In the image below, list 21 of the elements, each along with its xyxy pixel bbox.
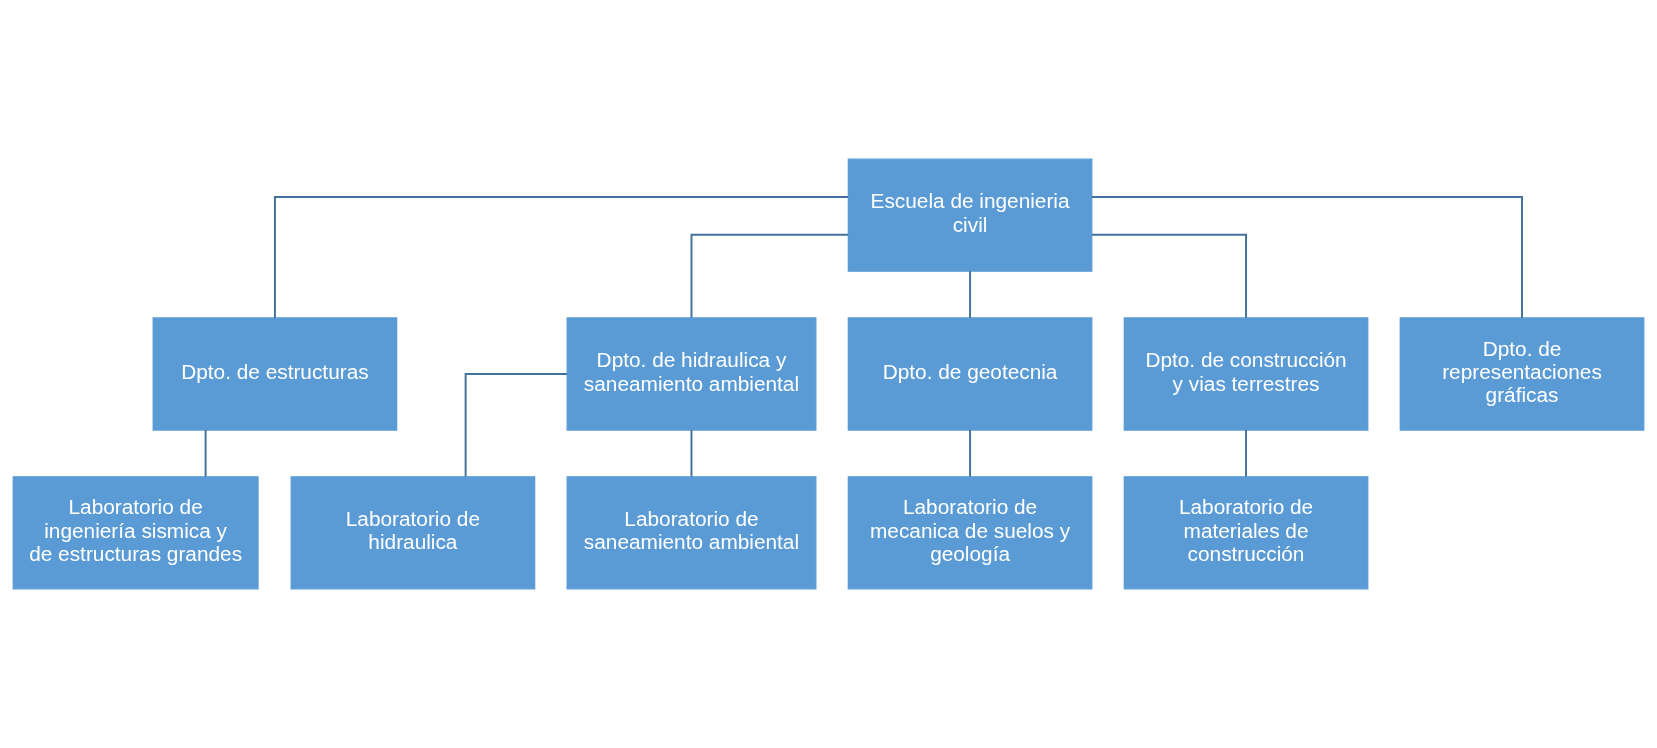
node-box: Dpto. de geotecnia (847, 317, 1093, 431)
node-box: Dpto. de representaciones gráficas (1399, 317, 1645, 431)
node-box: Laboratorio de hidraulica (290, 476, 536, 590)
node-box: Dpto. de estructuras (152, 317, 398, 431)
connector (273, 196, 850, 319)
node-box: Dpto. de hidraulica y saneamiento ambiental (566, 317, 817, 431)
connector (204, 429, 207, 478)
node-box: Escuela de ingenieria civil (847, 158, 1093, 272)
node-box: Dpto. de construcción y vias terrestres (1123, 317, 1369, 431)
connector (1245, 429, 1247, 478)
node-box: Laboratorio de mecanica de suelos y geología (847, 476, 1093, 590)
connector (690, 429, 693, 478)
node-box: Laboratorio de saneamiento ambiental (566, 476, 817, 590)
connector (1090, 233, 1247, 319)
node-box: Laboratorio de ingeniería sismica y de estructuras grandes (12, 476, 259, 590)
connector (969, 429, 972, 478)
connector (1090, 196, 1523, 319)
connector (464, 373, 568, 478)
node-box: Laboratorio de materiales de construcción (1123, 476, 1369, 590)
connector (690, 233, 850, 319)
connector (969, 270, 972, 319)
